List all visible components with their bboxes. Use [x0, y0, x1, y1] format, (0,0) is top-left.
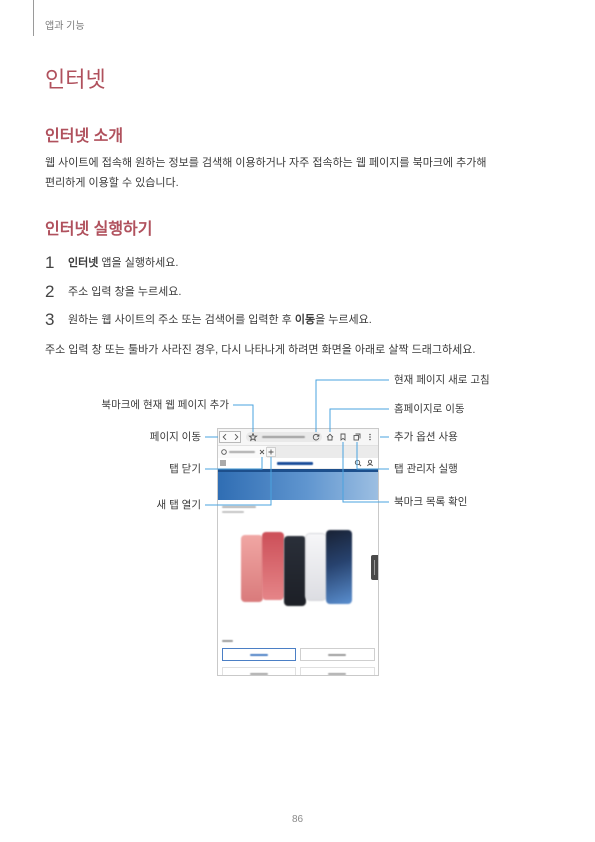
more-vertical-icon — [369, 433, 371, 441]
option-label-blurred — [222, 640, 233, 642]
step-text-after: 앱을 실행하세요. — [98, 257, 179, 269]
callout-more-options: 추가 옵션 사용 — [394, 431, 458, 443]
option-text-blurred — [328, 673, 346, 675]
phone-red — [262, 532, 284, 600]
page-navigation-buttons — [219, 431, 241, 443]
address-url-blurred — [262, 436, 305, 438]
callout-bookmarks: 북마크 목록 확인 — [394, 496, 468, 508]
tab-title-blurred — [229, 451, 255, 453]
step-text: 원하는 웹 사이트의 주소 또는 검색어를 입력한 후 이동을 누르세요. — [68, 310, 372, 330]
phone-front-screen — [326, 530, 352, 604]
browser-screenshot — [217, 428, 379, 676]
phone-black — [284, 536, 306, 606]
intro-heading: 인터넷 소개 — [45, 128, 124, 145]
step-text-before: 원하는 웹 사이트의 주소 또는 검색어를 입력한 후 — [68, 314, 295, 326]
page-number: 86 — [291, 814, 304, 825]
option-text-blurred — [328, 654, 346, 656]
refresh-icon — [312, 433, 320, 441]
intro-line: 웹 사이트에 접속해 원하는 정보를 검색해 이용하거나 자주 접속하는 웹 페… — [45, 157, 487, 169]
phone-pink — [241, 535, 263, 602]
option-button — [300, 667, 375, 676]
forward-icon — [234, 433, 239, 441]
intro-line: 편리하게 이용할 수 있습니다. — [45, 177, 179, 189]
callout-close-tab: 탭 닫기 — [169, 463, 201, 475]
callout-tab-manager: 탭 관리자 실행 — [394, 463, 458, 475]
step-3: 3 원하는 웹 사이트의 주소 또는 검색어를 입력한 후 이동을 누르세요. — [45, 310, 372, 330]
callout-refresh: 현재 페이지 새로 고침 — [394, 374, 490, 386]
edge-panel-handle-line — [374, 560, 375, 575]
option-text-blurred — [250, 673, 268, 675]
promo-text-blurred — [222, 506, 256, 508]
page-title: 인터넷 — [45, 67, 106, 92]
callout-line-refresh — [315, 379, 389, 432]
close-icon — [259, 449, 265, 455]
hero-banner-strip — [217, 469, 379, 472]
header-rule — [33, 0, 34, 36]
callout-page-navigation: 페이지 이동 — [149, 431, 201, 443]
product-phones-image — [217, 428, 379, 676]
option-button — [300, 648, 375, 661]
step-bold-term: 이동 — [294, 314, 316, 326]
callout-add-bookmark: 북마크에 현재 웹 페이지 추가 — [101, 399, 229, 411]
option-button-selected — [222, 648, 296, 661]
step-text: 주소 입력 창을 누르세요. — [68, 286, 182, 298]
tab-favicon-icon — [221, 449, 227, 455]
step-text: 인터넷 앱을 실행하세요. — [68, 253, 178, 273]
chapter-label: 앱과 기능 — [45, 21, 85, 32]
star-icon — [248, 432, 258, 442]
promo-text-blurred — [222, 511, 244, 513]
step-number: 1 — [45, 253, 55, 272]
site-logo-blurred — [277, 462, 313, 465]
callout-home: 홈페이지로 이동 — [394, 403, 465, 415]
callout-new-tab: 새 탭 열기 — [156, 499, 201, 511]
phone-white — [306, 534, 326, 600]
intro-paragraph: 웹 사이트에 접속해 원하는 정보를 검색해 이용하거나 자주 접속하는 웹 페… — [45, 153, 486, 193]
step-2: 2 주소 입력 창을 누르세요. — [45, 282, 181, 302]
bookmark-list-icon — [340, 433, 346, 441]
tabs-icon — [353, 433, 361, 441]
edge-panel-handle — [371, 555, 379, 580]
step-bold-term: 인터넷 — [68, 257, 99, 269]
plus-icon — [268, 449, 274, 455]
home-icon — [326, 433, 334, 441]
step-number: 2 — [45, 282, 55, 301]
screenshot-frame — [217, 428, 379, 676]
option-button — [222, 667, 296, 676]
launch-heading: 인터넷 실행하기 — [45, 221, 153, 238]
step-1: 1 인터넷 앱을 실행하세요. — [45, 253, 178, 273]
back-icon — [222, 433, 227, 441]
step-number: 3 — [45, 310, 55, 329]
step-text-after: 을 누르세요. — [315, 314, 372, 326]
toolbar-note: 주소 입력 창 또는 툴바가 사라진 경우, 다시 나타나게 하려면 화면을 아… — [45, 344, 476, 356]
option-text-blurred — [250, 654, 268, 656]
